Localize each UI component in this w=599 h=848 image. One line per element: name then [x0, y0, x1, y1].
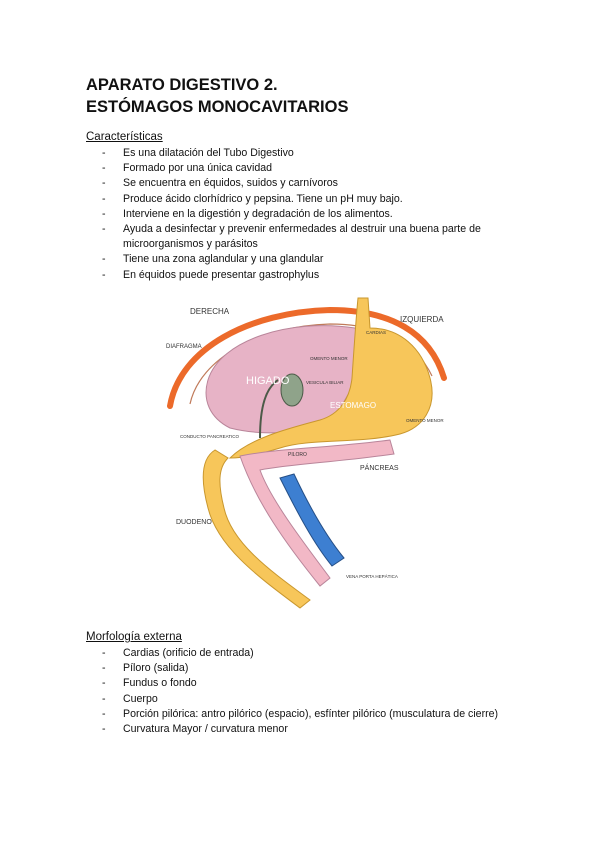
- list-item-text: Ayuda a desinfectar y prevenir enfermeda…: [123, 223, 481, 251]
- bullet-dash: -: [102, 192, 106, 205]
- bullet-dash: -: [102, 692, 106, 705]
- label-omento-menor-right: OMENTO MENOR: [406, 418, 444, 423]
- list-item-text: En équidos puede presentar gastrophylus: [123, 268, 320, 281]
- list-item-text: Es una dilatación del Tubo Digestivo: [123, 147, 294, 159]
- list-item: - Fundus o fondo: [86, 676, 516, 691]
- label-higado: HIGADO: [246, 375, 290, 387]
- list-item-text: Fundus o fondo: [123, 677, 197, 690]
- list-item-text: Cardias (orificio de entrada): [123, 647, 254, 659]
- list-item: - Porción pilórica: antro pilórico (espac…: [86, 707, 516, 722]
- caracteristicas-list: - Es una dilatación del Tubo Digestivo - Fo…: [86, 146, 516, 283]
- list-item: - Tiene una zona aglandular y una glandul…: [86, 252, 516, 267]
- label-omento-menor-top: OMENTO MENOR: [310, 356, 348, 361]
- label-estomago: ESTOMAGO: [330, 401, 376, 410]
- gallbladder-shape: [280, 373, 304, 407]
- list-item: - Produce ácido clorhídrico y pepsina. Ti…: [86, 192, 516, 207]
- bullet-dash: -: [102, 647, 106, 659]
- list-item-text: Interviene en la digestión y degradación…: [123, 207, 393, 220]
- list-item: - Ayuda a desinfectar y prevenir enfermed…: [86, 222, 516, 252]
- portal-vein-shape: [279, 473, 345, 567]
- label-vena-porta: VENA PORTA HEPÁTICA: [346, 573, 398, 579]
- pancreas-shape: [239, 439, 395, 587]
- label-izquierda: IZQUIERDA: [400, 315, 444, 324]
- bullet-dash: -: [102, 662, 106, 675]
- list-item: - Píloro (salida): [86, 661, 516, 676]
- bullet-dash: -: [102, 253, 106, 266]
- stomach-shape: [228, 297, 433, 459]
- label-pancreas: PÁNCREAS: [360, 463, 399, 472]
- bullet-dash: -: [102, 677, 106, 690]
- stomach-diagram: DERECHA IZQUIERDA DIAFRAGMA HIGADO VESIC…: [166, 297, 447, 609]
- label-derecha: DERECHA: [190, 307, 230, 316]
- label-piloro: PILORO: [288, 452, 307, 458]
- duodenum-shape: [202, 449, 311, 609]
- list-item-text: Se encuentra en équidos, suidos y carnív…: [123, 177, 338, 190]
- list-item: - Curvatura Mayor / curvatura menor: [86, 722, 516, 737]
- caracteristicas-heading: Características: [86, 131, 163, 143]
- list-item: - Cuerpo: [86, 692, 516, 707]
- morfologia-heading: Morfología externa: [86, 631, 182, 643]
- bullet-dash: -: [102, 147, 106, 159]
- list-item-text: Curvatura Mayor / curvatura menor: [123, 723, 288, 736]
- label-duodeno: DUODENO: [176, 519, 212, 526]
- page-title: APARATO DIGESTIVO 2. ESTÓMAGOS MONOCAVIT…: [86, 74, 348, 118]
- liver-shape: [205, 325, 361, 434]
- list-item: - Formado por una única cavidad: [86, 161, 516, 176]
- label-conducto-pancreatico: CONDUCTO PANCREATICO: [180, 434, 240, 439]
- list-item-text: Formado por una única cavidad: [123, 162, 272, 175]
- list-item: - Es una dilatación del Tubo Digestivo: [86, 146, 516, 161]
- list-item: - Cardias (orificio de entrada): [86, 646, 516, 661]
- list-item-text: Cuerpo: [123, 692, 158, 705]
- label-vesicula: VESICULA BILIAR: [306, 380, 344, 385]
- bullet-dash: -: [102, 223, 106, 236]
- diaphragm-line: [167, 306, 447, 409]
- bullet-dash: -: [102, 723, 106, 736]
- list-item-text: Porción pilórica: antro pilórico (espaci…: [123, 707, 499, 720]
- title-line-1: APARATO DIGESTIVO 2.: [86, 76, 278, 94]
- label-diafragma: DIAFRAGMA: [166, 344, 202, 350]
- title-line-2: ESTÓMAGOS MONOCAVITARIOS: [86, 98, 349, 116]
- list-item: - Se encuentra en équidos, suidos y carní…: [86, 176, 516, 191]
- list-item: - En équidos puede presentar gastrophylus: [86, 268, 516, 283]
- bullet-dash: -: [102, 207, 106, 220]
- list-item-text: Produce ácido clorhídrico y pepsina. Tie…: [123, 192, 403, 205]
- bullet-dash: -: [102, 162, 106, 175]
- list-item: - Interviene en la digestión y degradació…: [86, 207, 516, 222]
- bullet-dash: -: [102, 707, 106, 720]
- bullet-dash: -: [102, 268, 106, 281]
- label-cardias: CARDIAS: [366, 330, 386, 335]
- list-item-text: Tiene una zona aglandular y una glandula…: [123, 253, 324, 266]
- list-item-text: Píloro (salida): [123, 662, 189, 675]
- morfologia-list: - Cardias (orificio de entrada) - Píloro (s…: [86, 646, 516, 737]
- bullet-dash: -: [102, 177, 106, 190]
- bile-duct-line: [259, 379, 279, 439]
